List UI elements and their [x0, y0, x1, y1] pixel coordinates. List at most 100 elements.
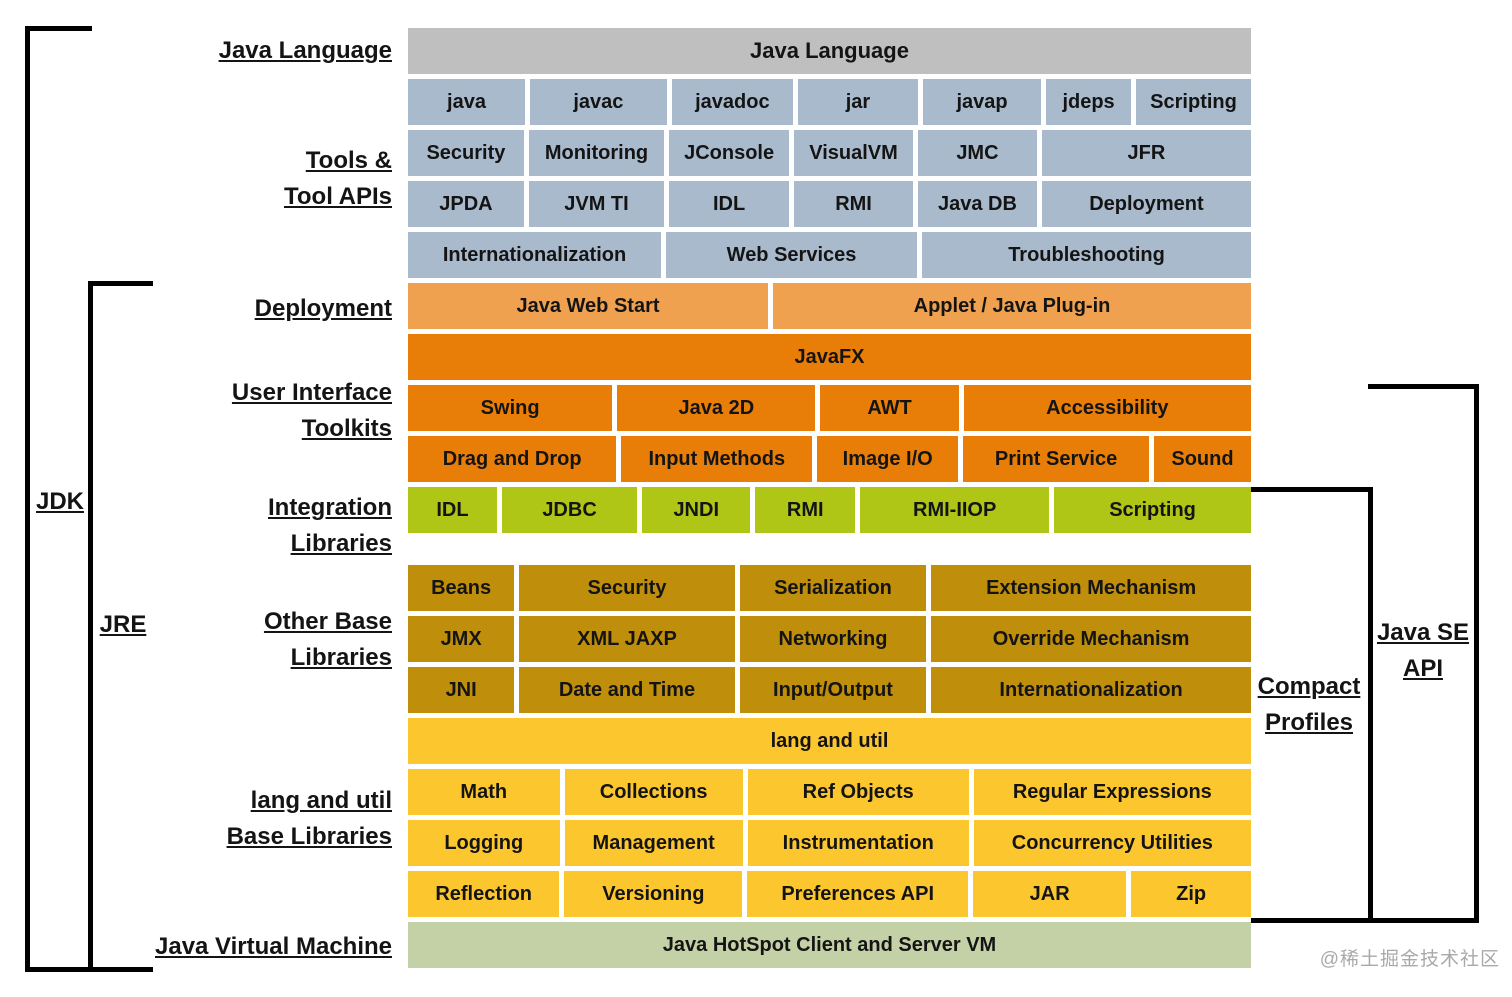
label-java-language: Java Language: [140, 33, 392, 69]
grid-cell: Override Mechanism: [931, 616, 1251, 662]
grid-cell: Java Web Start: [408, 283, 768, 329]
grid-cell: javap: [923, 79, 1042, 125]
grid-cell: Ref Objects: [747, 769, 969, 815]
grid-cell: javac: [530, 79, 667, 125]
label-line: Other Base: [263, 608, 392, 635]
jdk-bracket-top-tick: [25, 26, 92, 31]
label-other-base-libraries: Other Base Libraries: [140, 604, 392, 676]
grid-cell: JVM TI: [528, 181, 665, 227]
label-line: Tool APIs: [284, 183, 392, 210]
label-line: Libraries: [290, 644, 392, 671]
java-se-api-label: Java SE API: [1373, 615, 1473, 687]
grid-cell: Beans: [408, 565, 515, 611]
grid-cell: Concurrency Utilities: [973, 820, 1251, 866]
label-deployment: Deployment: [140, 291, 392, 327]
grid-cell: jdeps: [1046, 79, 1132, 125]
jdk-label: JDK: [35, 488, 84, 515]
grid-cell: Java 2D: [617, 385, 816, 431]
label-line: Profiles: [1264, 709, 1354, 736]
grid-cell: Security: [519, 565, 735, 611]
grid-cell: Drag and Drop: [408, 436, 617, 482]
grid-cell: Internationalization: [408, 232, 662, 278]
label-line: Java Language: [218, 37, 392, 64]
jre-bracket-top-tick: [88, 281, 153, 286]
grid-cell: JPDA: [408, 181, 524, 227]
grid-cell: Scripting: [1054, 487, 1252, 533]
label-line: User Interface: [231, 379, 392, 406]
grid-cell: Java HotSpot Client and Server VM: [408, 922, 1251, 968]
grid-cell: Reflection: [408, 871, 560, 917]
grid-cell: RMI: [794, 181, 913, 227]
grid-cell: jar: [797, 79, 919, 125]
jre-label: JRE: [99, 611, 147, 638]
grid-cell: VisualVM: [794, 130, 913, 176]
java-se-api-bracket-vertical: [1474, 384, 1479, 923]
grid-cell: Monitoring: [528, 130, 665, 176]
grid-row: Java HotSpot Client and Server VM: [408, 922, 1251, 968]
grid-cell: JNI: [408, 667, 515, 713]
label-integration-libraries: Integration Libraries: [140, 490, 392, 562]
grid-cell: Deployment: [1041, 181, 1251, 227]
grid-cell: Management: [564, 820, 743, 866]
grid-cell: JNDI: [642, 487, 751, 533]
label-line: Integration: [268, 494, 392, 521]
grid-cell: AWT: [820, 385, 959, 431]
watermark: @稀土掘金技术社区: [1319, 949, 1500, 970]
grid-cell: Logging: [408, 820, 560, 866]
right-brackets-bottom-line: [1251, 918, 1479, 923]
grid-row: lang and util: [408, 718, 1251, 764]
grid-cell: JDBC: [501, 487, 638, 533]
label-line: Libraries: [290, 530, 392, 557]
grid-cell: Versioning: [564, 871, 743, 917]
grid-cell: RMI-IIOP: [860, 487, 1050, 533]
label-line: lang and util: [250, 787, 392, 814]
grid-cell: JFR: [1041, 130, 1251, 176]
grid-cell: Serialization: [739, 565, 927, 611]
grid-row: JavaFX: [408, 334, 1251, 380]
grid-cell: Input/Output: [739, 667, 927, 713]
grid-cell: Web Services: [666, 232, 918, 278]
grid-cell: Date and Time: [519, 667, 735, 713]
grid-cell: Swing: [408, 385, 613, 431]
grid-cell: Security: [408, 130, 524, 176]
compact-profiles-bracket-top-tick: [1251, 487, 1373, 492]
jre-bracket-vertical: [88, 281, 93, 972]
label-tools-tool-apis: Tools & Tool APIs: [140, 143, 392, 215]
grid-cell: Sound: [1153, 436, 1251, 482]
label-user-interface-toolkits: User Interface Toolkits: [140, 375, 392, 447]
label-lang-util-base-libraries: lang and util Base Libraries: [140, 783, 392, 855]
grid-cell: Image I/O: [817, 436, 959, 482]
grid-cell: Accessibility: [963, 385, 1251, 431]
grid-cell: RMI: [755, 487, 856, 533]
label-line: API: [1402, 655, 1443, 682]
label-line: Java Virtual Machine: [155, 933, 392, 960]
compact-profiles-label: Compact Profiles: [1253, 669, 1365, 741]
grid-cell: javadoc: [671, 79, 793, 125]
grid-cell: JConsole: [669, 130, 790, 176]
compact-profiles-bracket-vertical: [1368, 487, 1373, 923]
java-se-api-bracket-top-tick: [1368, 384, 1479, 389]
grid-cell: Math: [408, 769, 560, 815]
grid-cell: Extension Mechanism: [931, 565, 1251, 611]
grid-cell: Regular Expressions: [973, 769, 1251, 815]
grid-cell: JAR: [972, 871, 1127, 917]
grid-cell: Input Methods: [621, 436, 813, 482]
grid-cell: Applet / Java Plug-in: [773, 283, 1251, 329]
grid-cell: IDL: [669, 181, 790, 227]
jdk-bracket-vertical: [25, 26, 30, 972]
grid-cell: Java DB: [917, 181, 1037, 227]
grid-cell: JavaFX: [408, 334, 1251, 380]
grid-cell: JMX: [408, 616, 515, 662]
